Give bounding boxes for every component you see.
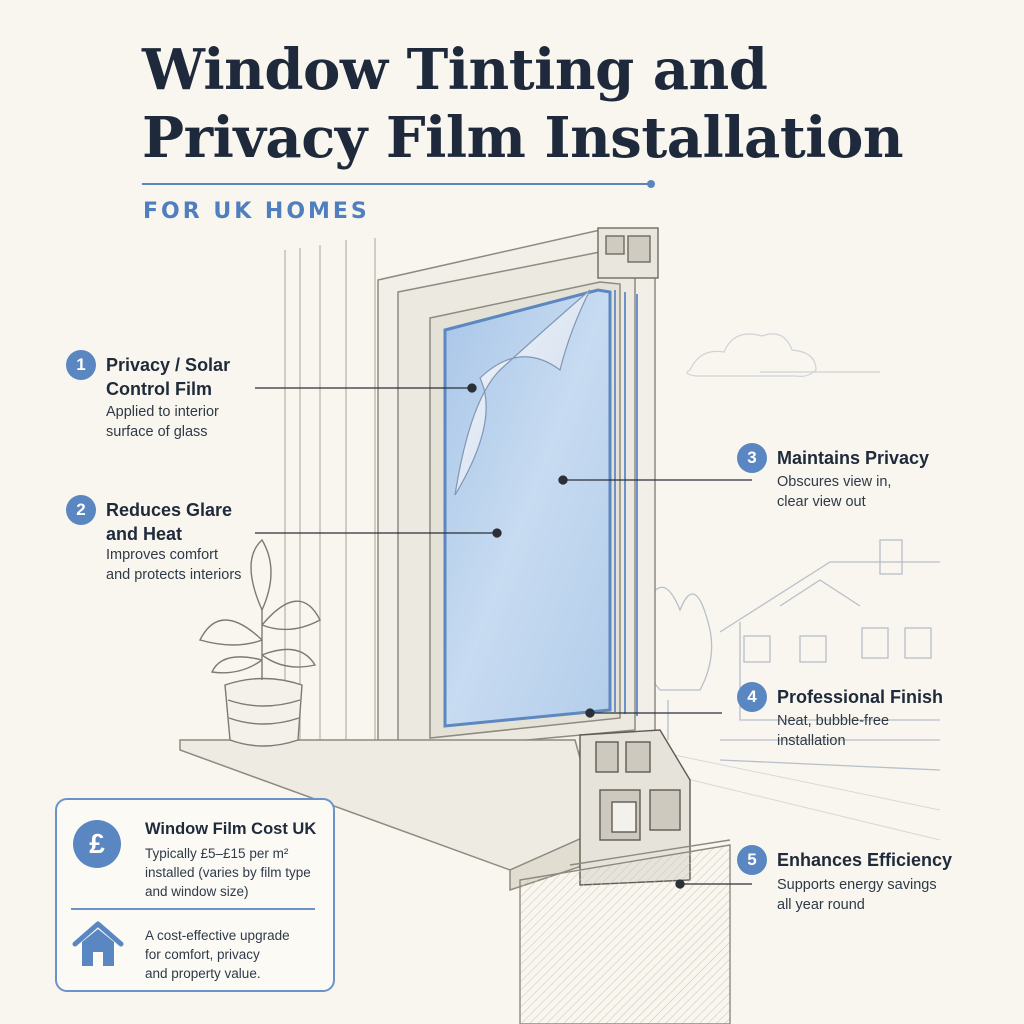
peeling-film <box>454 289 591 496</box>
window-reveal-wall <box>284 238 376 760</box>
callout-title: Reduces Glare and Heat <box>106 500 233 544</box>
callout-title: Professional Finish <box>777 687 944 707</box>
title-underline <box>142 183 650 185</box>
callout-number-badge: 5 <box>737 845 767 875</box>
title-line-1: Window Tinting and <box>142 37 768 103</box>
title-line-2: Privacy Film Installation <box>142 105 904 171</box>
callout-title: Privacy / Solar Control Film <box>106 355 231 399</box>
cloud-sketch <box>686 333 880 377</box>
top-frame-profile <box>597 227 659 279</box>
wall-section <box>519 839 731 1024</box>
cost-card-text: Typically £5–£15 per m² installed (varie… <box>145 846 311 899</box>
callout-number-badge: 3 <box>737 443 767 473</box>
page-title: Window Tinting and Privacy Film Installa… <box>142 36 904 172</box>
callout-text: Supports energy savings all year round <box>777 877 937 913</box>
subtitle: FOR UK HOMES <box>143 199 370 224</box>
callout-text: Neat, bubble-free installation <box>777 713 890 749</box>
bottom-frame-profile <box>579 729 691 886</box>
potted-plant <box>198 538 321 747</box>
cost-card: £ Window Film Cost UK Typically £5–£15 p… <box>55 798 335 992</box>
cost-card-title: Window Film Cost UK <box>145 820 317 838</box>
window-sill <box>179 739 601 892</box>
title-underline-dot <box>647 180 655 188</box>
house-icon <box>72 921 124 966</box>
callout-number-badge: 2 <box>66 495 96 525</box>
callout-title: Enhances Efficiency <box>777 850 953 870</box>
house-sketch <box>638 539 941 771</box>
leader-lines <box>255 383 752 889</box>
callout-number-badge: 1 <box>66 350 96 380</box>
callout-text: Obscures view in, clear view out <box>777 474 892 510</box>
callout-text: Applied to interior surface of glass <box>106 404 219 440</box>
callout-number-badge: 4 <box>737 682 767 712</box>
callout-title: Maintains Privacy <box>777 448 930 468</box>
callout-text: Improves comfort and protects interiors <box>106 547 242 583</box>
cost-card-note: A cost-effective upgrade for comfort, pr… <box>145 928 290 981</box>
pound-icon: £ <box>73 820 121 868</box>
cost-card-divider <box>71 908 315 910</box>
